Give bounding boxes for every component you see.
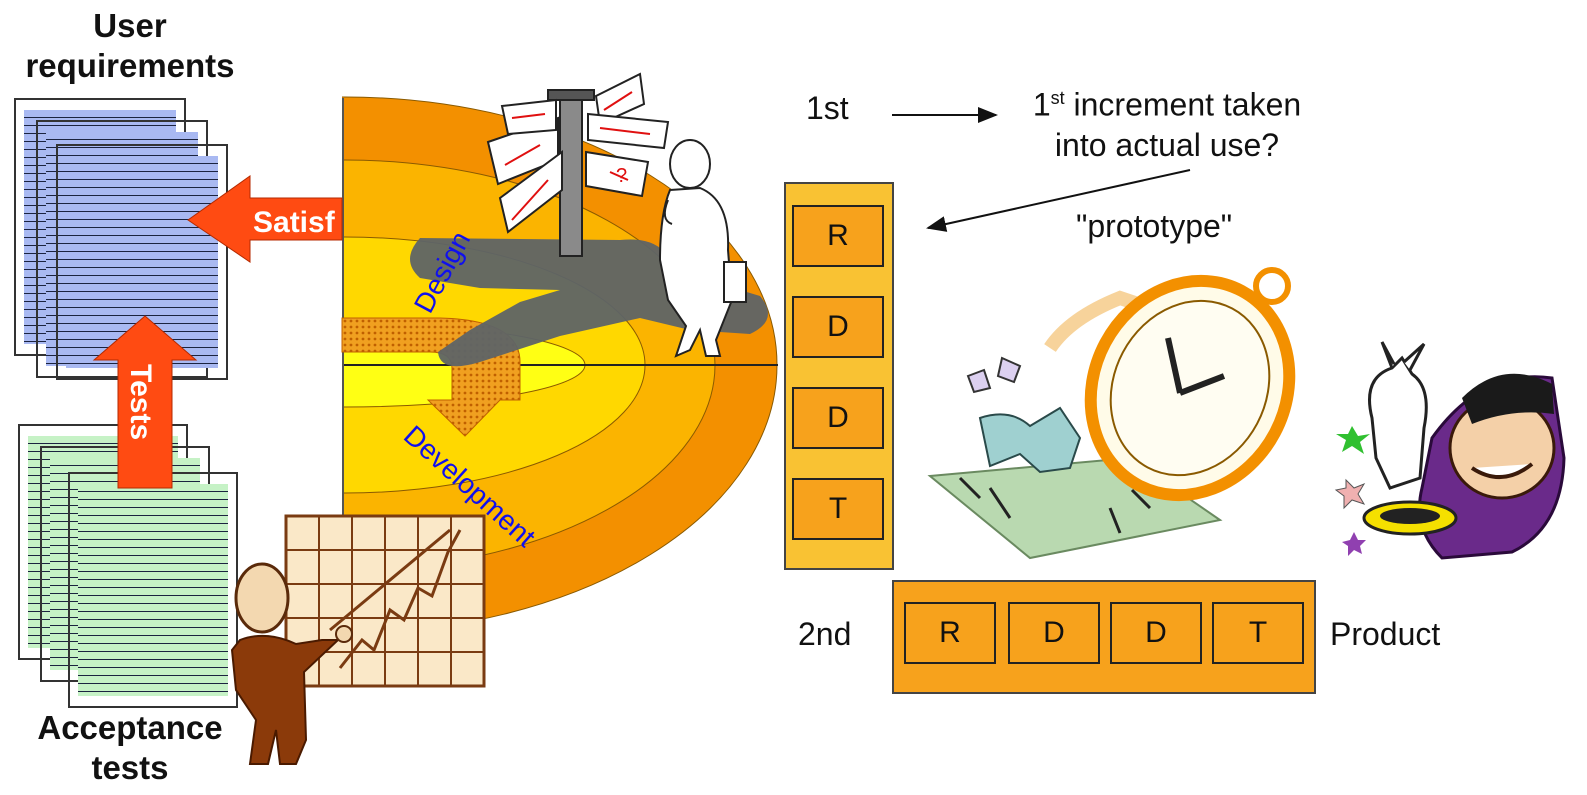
increment-question-sup: st [1050, 88, 1065, 108]
first-phase-testing: T [792, 478, 884, 540]
increment-question-line1: 1st increment taken [1002, 78, 1332, 125]
tests-label: Tests [124, 364, 157, 440]
second-phase-design: D [1008, 602, 1100, 664]
user-requirements-title: User requirements [10, 6, 250, 86]
first-phase-development: D [792, 387, 884, 449]
user-requirements-line2: requirements [25, 47, 235, 84]
user-requirements-line1: User [93, 7, 167, 44]
increment-question-line2: into actual use? [1054, 126, 1280, 163]
signpost-thinker-icon: ? [486, 72, 747, 358]
satisfy-label: Satisf [253, 206, 336, 239]
prototype-label: "prototype" [1076, 208, 1233, 244]
second-phase-development: D [1110, 602, 1202, 664]
requirements-document-front [56, 144, 228, 380]
second-increment-label: 2nd [798, 616, 852, 652]
presenter-chart-icon [230, 514, 486, 765]
increment-question: 1st increment taken into actual use? [1002, 78, 1332, 165]
second-phase-requirements: R [904, 602, 996, 664]
acceptance-tests-title: Acceptance tests [10, 708, 250, 788]
satisfy-arrow: Satisf [187, 175, 343, 263]
svg-text:?: ? [616, 165, 627, 187]
first-increment-label: 1st [806, 90, 849, 126]
magician-rabbit-icon [1334, 341, 1566, 560]
second-phase-testing: T [1212, 602, 1304, 664]
acceptance-document-front [68, 472, 238, 708]
acceptance-tests-line2: tests [91, 749, 169, 786]
first-phase-design: D [792, 296, 884, 358]
flying-stopwatch-icon [927, 267, 1296, 560]
tests-arrow: Tests [92, 315, 198, 489]
product-label: Product [1330, 616, 1441, 652]
first-phase-requirements: R [792, 205, 884, 267]
increment-question-number: 1 [1032, 86, 1051, 123]
question-to-box-arrow [926, 169, 1191, 232]
increment-question-text1: increment taken [1064, 86, 1302, 123]
acceptance-tests-line1: Acceptance [37, 709, 223, 746]
